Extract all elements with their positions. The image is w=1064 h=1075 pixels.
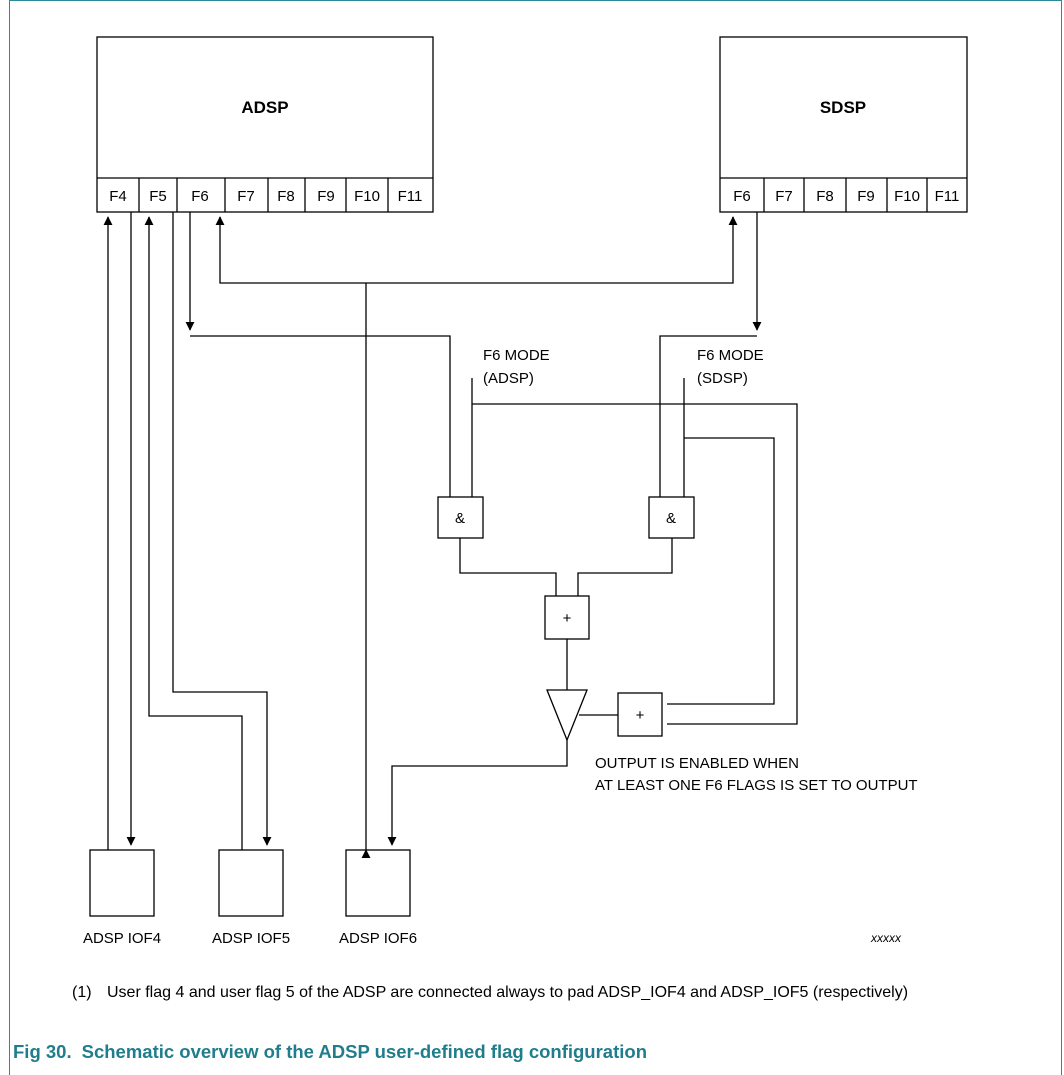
f5-in-wire <box>144 216 243 850</box>
pad-adsp-iof4 <box>89 849 155 917</box>
watermark-code: xxxxx <box>870 931 902 945</box>
iof6-out-wire <box>387 740 568 846</box>
f5-out-wire <box>172 212 272 846</box>
adsp-flag-f4: F4 <box>109 188 127 205</box>
sdsp-title: SDSP <box>820 98 866 117</box>
adsp-flag-f9: F9 <box>317 188 335 205</box>
sdsp-flag-f6: F6 <box>733 188 751 205</box>
sdsp-flag-f8: F8 <box>816 188 834 205</box>
pad-label-iof4: ADSP IOF4 <box>83 930 161 947</box>
adsp-flag-f8: F8 <box>277 188 295 205</box>
adsp-flag-f6: F6 <box>191 188 209 205</box>
or-gate-enable-symbol: + <box>636 707 645 724</box>
f6-mode-adsp-line2: (ADSP) <box>483 370 534 387</box>
figure-title: Schematic overview of the ADSP user-defi… <box>81 1041 647 1062</box>
pad-label-iof6: ADSP IOF6 <box>339 930 417 947</box>
f6-mode-sdsp-line2: (SDSP) <box>697 370 748 387</box>
adsp-flag-f11: F11 <box>398 188 423 205</box>
footnote-number: (1) <box>72 984 92 1001</box>
figure-caption: Fig 30. Schematic overview of the ADSP us… <box>13 1041 647 1063</box>
tristate-buffer <box>546 689 588 742</box>
figure-frame <box>9 0 1062 1075</box>
sdsp-block <box>719 36 968 213</box>
adsp-flag-f7: F7 <box>237 188 255 205</box>
output-note-line2: AT LEAST ONE F6 FLAGS IS SET TO OUTPUT <box>595 777 918 794</box>
output-note-line1: OUTPUT IS ENABLED WHEN <box>595 755 799 772</box>
or-gate-data-symbol: + <box>563 610 572 627</box>
and-gate-sdsp-symbol: & <box>666 510 676 527</box>
sdsp-flag-f9: F9 <box>857 188 875 205</box>
f6-bus-wire <box>219 217 734 284</box>
pad-adsp-iof6 <box>345 849 411 917</box>
adsp-flag-f10: F10 <box>354 188 380 205</box>
pad-label-iof5: ADSP IOF5 <box>212 930 290 947</box>
sdsp-flag-f11: F11 <box>935 188 960 205</box>
adsp-title: ADSP <box>241 98 288 117</box>
adsp-block <box>96 36 434 213</box>
f6-mode-adsp-line1: F6 MODE <box>483 347 550 364</box>
and-gate-adsp-symbol: & <box>455 510 465 527</box>
sdsp-flag-f10: F10 <box>894 188 920 205</box>
adsp-flag-f5: F5 <box>149 188 167 205</box>
f6-mode-sdsp-line1: F6 MODE <box>697 347 764 364</box>
sdsp-flag-f7: F7 <box>775 188 793 205</box>
footnote-text: User flag 4 and user flag 5 of the ADSP … <box>107 984 909 1001</box>
figure-number: Fig 30. <box>13 1041 72 1062</box>
pad-adsp-iof5 <box>218 849 284 917</box>
